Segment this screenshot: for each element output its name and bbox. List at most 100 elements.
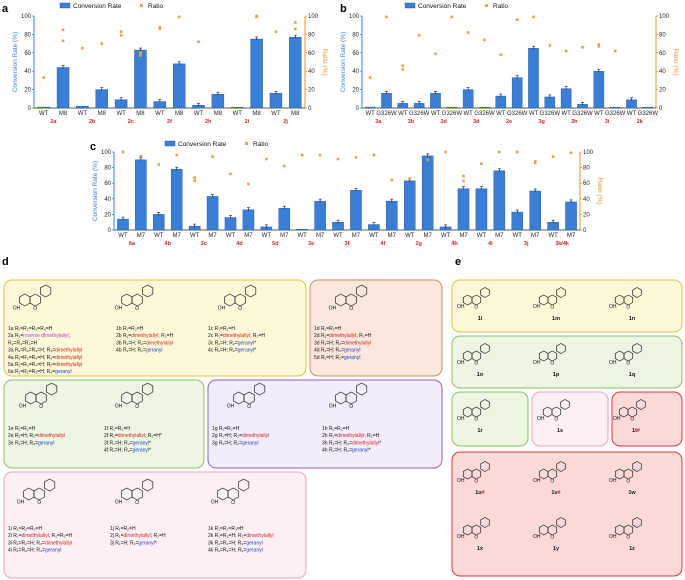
x-tick-label: M8 (175, 111, 184, 117)
caption-fragment: 1c R₁=R₂=H (208, 326, 235, 332)
caption-fragment: geranyl (133, 448, 149, 454)
box-flavones-d (309, 279, 443, 377)
caption-fragment: geranyl (246, 548, 262, 554)
caption-h: 3h R₁=H; R₂=dimethylallyl* (322, 440, 381, 446)
box-e-1s (531, 391, 609, 447)
ring-c (551, 406, 562, 418)
caption-fragment: ; (68, 333, 69, 339)
ratio-marker (193, 179, 196, 183)
caption-fragment: * (155, 540, 157, 546)
ring-c (35, 391, 47, 405)
y-tick-label-left: 0 (356, 106, 360, 112)
y-tick-label-right: 80 (659, 32, 666, 38)
ring-b (636, 399, 646, 410)
hydroxyl-label: OH (609, 478, 617, 484)
caption-e: 1e R₁=R₂=H (8, 426, 36, 432)
x-tick-label: M8 (136, 111, 145, 117)
x-tick-label: WT (333, 233, 343, 239)
ratio-marker (300, 153, 304, 157)
x-tick-label: WT (154, 233, 164, 239)
group-label: 4i (488, 241, 493, 247)
caption-fragment: geranyl (133, 440, 149, 446)
x-tick-label: M8 (98, 111, 107, 117)
caption-fragment: 1g R₁=R₂=H (212, 426, 240, 432)
caption-c: 2c R₁=dimethylallyl; R₂=H (208, 333, 265, 339)
bar (593, 70, 605, 109)
y-tick-label-right: 60 (308, 51, 315, 57)
y-axis-title-right: Ratio (%) (596, 177, 603, 204)
caption-k: 3k R₁=R₂=H; R₃=geranyl (208, 540, 263, 546)
bar (364, 106, 376, 109)
y-tick-label-left: 80 (104, 166, 111, 172)
box-flavanones-g-h (207, 379, 443, 469)
caption-fragment: 3b R₁=H; R₂= (116, 340, 146, 346)
caption-fragment: * (254, 348, 256, 354)
ring-c (547, 294, 558, 306)
x-tick-label: M7 (459, 233, 468, 239)
caption-fragment: 4c R₁=H; R₂= (208, 348, 238, 354)
y-tick-label-right: 40 (659, 69, 666, 75)
x-tick-label: WT (271, 111, 281, 117)
oxygen-label: O (550, 535, 554, 541)
ring-c (131, 487, 143, 501)
x-tick-label: WT (627, 111, 637, 117)
ratio-marker (81, 46, 84, 50)
structures-layer: OH O 1a R₁=R₂=R₃=R₄=H2a R₁=reverse dimethy… (8, 284, 646, 554)
caption-a: 1a R₁=R₂=R₃=R₄=H (8, 326, 53, 332)
ratio-marker (274, 30, 278, 33)
legend-swatch-ratio (485, 4, 488, 7)
y-tick-label-left: 20 (104, 212, 111, 218)
caption-a: 6a R₁=R₂=R₃=H; R₄=geranyl (8, 369, 72, 375)
oxygen-label: O (349, 404, 353, 410)
legend-label-conversion: Conversion Rate (73, 3, 122, 10)
bar (381, 93, 392, 109)
bar (421, 155, 434, 231)
oxygen-label: O (474, 305, 478, 311)
ring-b (245, 284, 257, 298)
ratio-marker (158, 27, 162, 31)
ratio-marker (515, 18, 519, 21)
x-tick-label: WT (431, 111, 441, 117)
caption-fragment: dimethylallyl (329, 333, 356, 339)
bar (211, 93, 225, 109)
compound-label: 1t# (632, 428, 640, 434)
ratio-marker (175, 153, 179, 157)
caption-fragment: 3i R₁=R₂=H; R₃= (8, 540, 45, 546)
panel-label-a: a (2, 3, 9, 15)
caption-a: 2a R₁=reverse dimethylallyl; (8, 333, 70, 339)
y-tick-label-right: 60 (659, 51, 666, 57)
x-tick-label: G326W (638, 111, 659, 117)
molecule-h: OH O (329, 382, 368, 410)
ring-b (40, 284, 52, 298)
x-tick-label: WT (262, 233, 272, 239)
x-tick-label: M7 (423, 233, 432, 239)
ratio-marker (532, 15, 535, 19)
box-flavanones-e-f (3, 379, 205, 469)
caption-a: R₂=R₃=R₄=H (8, 340, 38, 346)
caption-fragment: dimethylallyl (242, 433, 269, 439)
bar (609, 106, 621, 109)
ratio-marker (121, 150, 125, 154)
ratio-marker (462, 179, 465, 183)
oxygen-label: O (135, 404, 139, 410)
hydroxyl-label: OH (329, 404, 337, 410)
bar (547, 221, 559, 231)
ring-b (556, 461, 566, 472)
y-tick-label-right: 40 (308, 69, 315, 75)
ratio-marker (318, 153, 322, 157)
hydroxyl-label: OH (13, 306, 21, 312)
group-label: 2f (167, 119, 172, 125)
legend-label-conversion: Conversion Rate (178, 141, 227, 148)
ratio-marker (372, 153, 376, 157)
caption-a: 4a R₁=R₂=R₄=H; R₃=dimethylallyl (8, 355, 82, 361)
caption-fragment: dimethylallyl (55, 362, 82, 368)
caption-c: 1c R₁=R₂=H (208, 326, 235, 332)
